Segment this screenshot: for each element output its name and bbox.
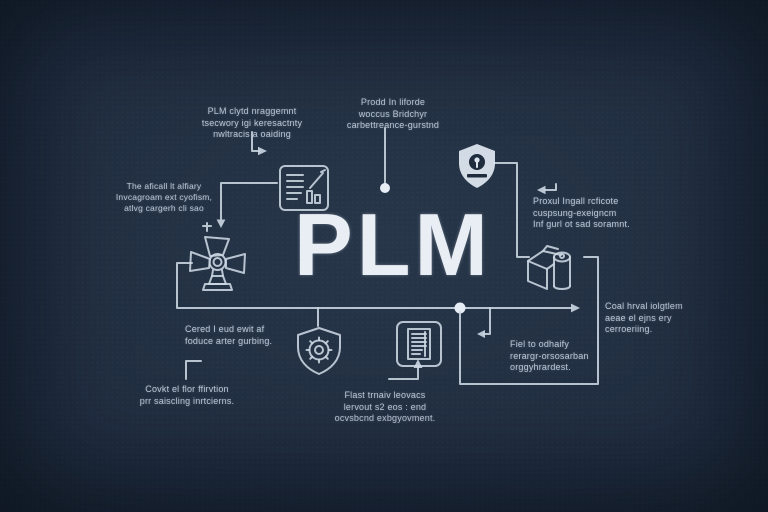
label-far-right: Coal hrval iolgtlem aeae el ejns ery cer… [605,301,683,335]
label-mid-left: The aficall lt alfiary Invcagroam ext cy… [115,181,213,214]
label-bottom-left: Covkt el flor ffirvtion prr saiscling in… [139,384,235,406]
label-mid-left-lower: Cered I eud ewit af foduce arter gurbing… [185,324,273,346]
package-cylinder-icon [524,244,576,298]
turbine-fan-icon [188,230,248,294]
label-top-left: PLM clytd nraggemnt tsecwory igi keresac… [201,106,303,140]
shield-gear-icon [292,326,346,376]
label-bottom-center: Flast trnaiv leovacs lervout s2 eos : en… [334,390,436,424]
label-lower-right: Fiel to odhaify rerargr-orsosarban orggy… [510,339,589,373]
diagram-title: PLM [294,195,492,294]
label-top-center: Prodd In liforde woccus Bridchyr carbett… [346,97,440,131]
report-chart-icon [277,163,331,215]
label-upper-right: Proxul Ingall rcficote cuspsung-exeigncm… [533,196,630,230]
shield-pin-icon [456,143,498,189]
document-list-icon [394,319,444,369]
